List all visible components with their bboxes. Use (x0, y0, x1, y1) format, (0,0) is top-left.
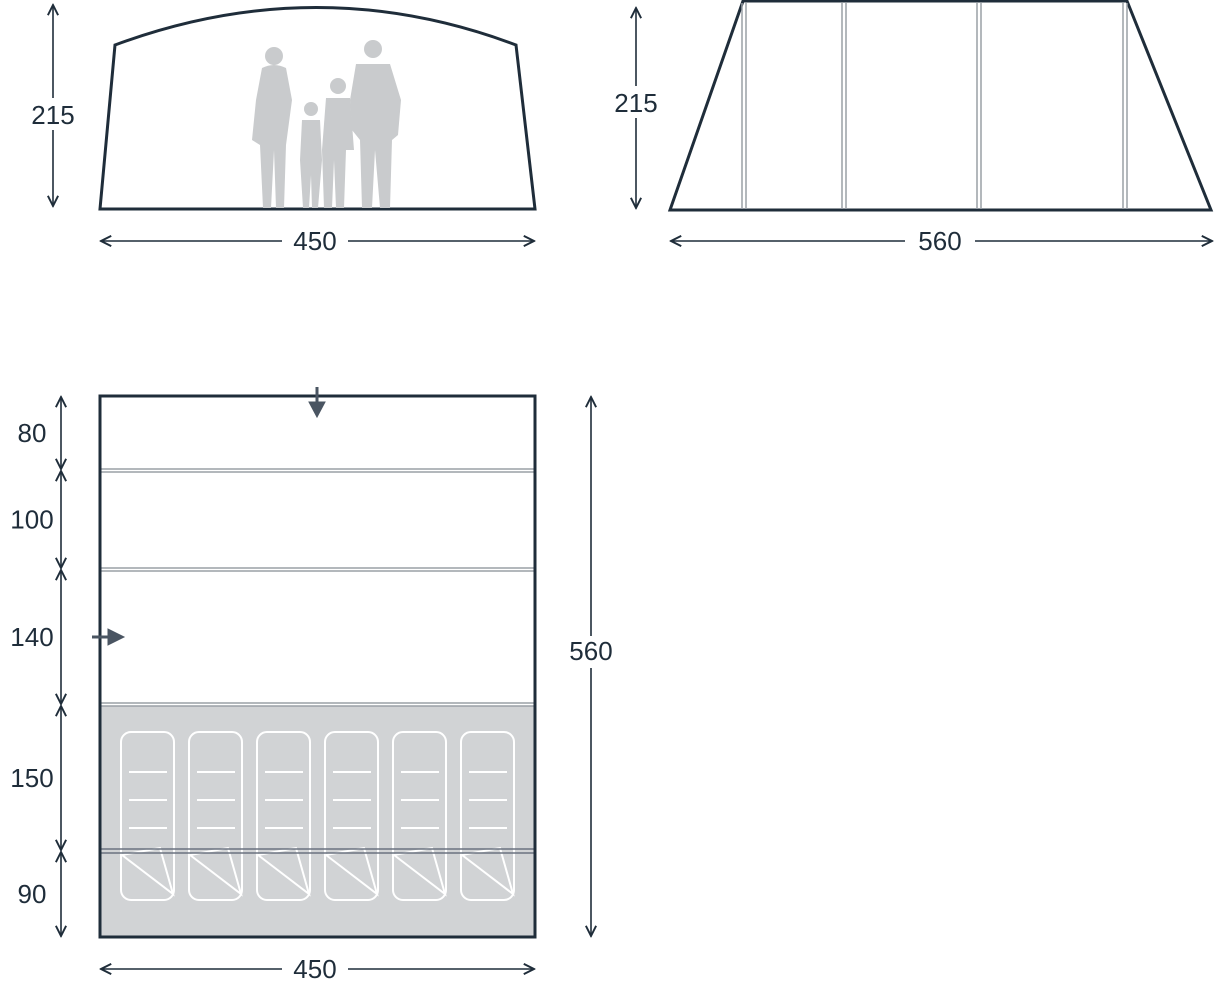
bed (119, 731, 175, 901)
section-label: 150 (10, 763, 53, 793)
floor-length-label: 560 (569, 636, 612, 666)
section-label: 90 (18, 879, 47, 909)
side-height-label: 215 (614, 88, 657, 118)
pillow-icon (459, 846, 515, 897)
bed (187, 731, 243, 901)
pillow-icon (391, 846, 447, 897)
bed (255, 731, 311, 901)
section-label: 80 (18, 418, 47, 448)
bedroom-area (100, 706, 535, 937)
bed (459, 731, 515, 901)
front-view: 215 450 (25, 5, 537, 256)
door-arrow-top-icon (308, 387, 326, 419)
front-height-label: 215 (31, 100, 74, 130)
floor-width-label: 450 (293, 954, 336, 984)
bed (391, 731, 447, 901)
bed (323, 731, 379, 901)
bedroom-divider (101, 848, 535, 854)
door-arrow-side-icon (92, 628, 126, 646)
front-width-label: 450 (293, 226, 336, 256)
pillow-icon (187, 846, 243, 897)
section-label: 100 (10, 505, 53, 535)
floor-plan: 80 100 140 150 90 560 450 (8, 387, 620, 984)
floor-dividers (101, 468, 535, 707)
front-outline (98, 6, 537, 211)
side-outline (667, 0, 1214, 212)
side-width-label: 560 (918, 226, 961, 256)
pillow-icon (119, 846, 175, 897)
pillow-icon (323, 846, 379, 897)
side-view: 215 560 (608, 0, 1214, 256)
family-silhouette-icon (252, 40, 401, 208)
side-poles (741, 3, 1128, 209)
section-dimensions: 80 100 140 150 90 (8, 397, 61, 936)
section-label: 140 (10, 622, 53, 652)
beds (119, 731, 515, 901)
pillow-icon (255, 846, 311, 897)
